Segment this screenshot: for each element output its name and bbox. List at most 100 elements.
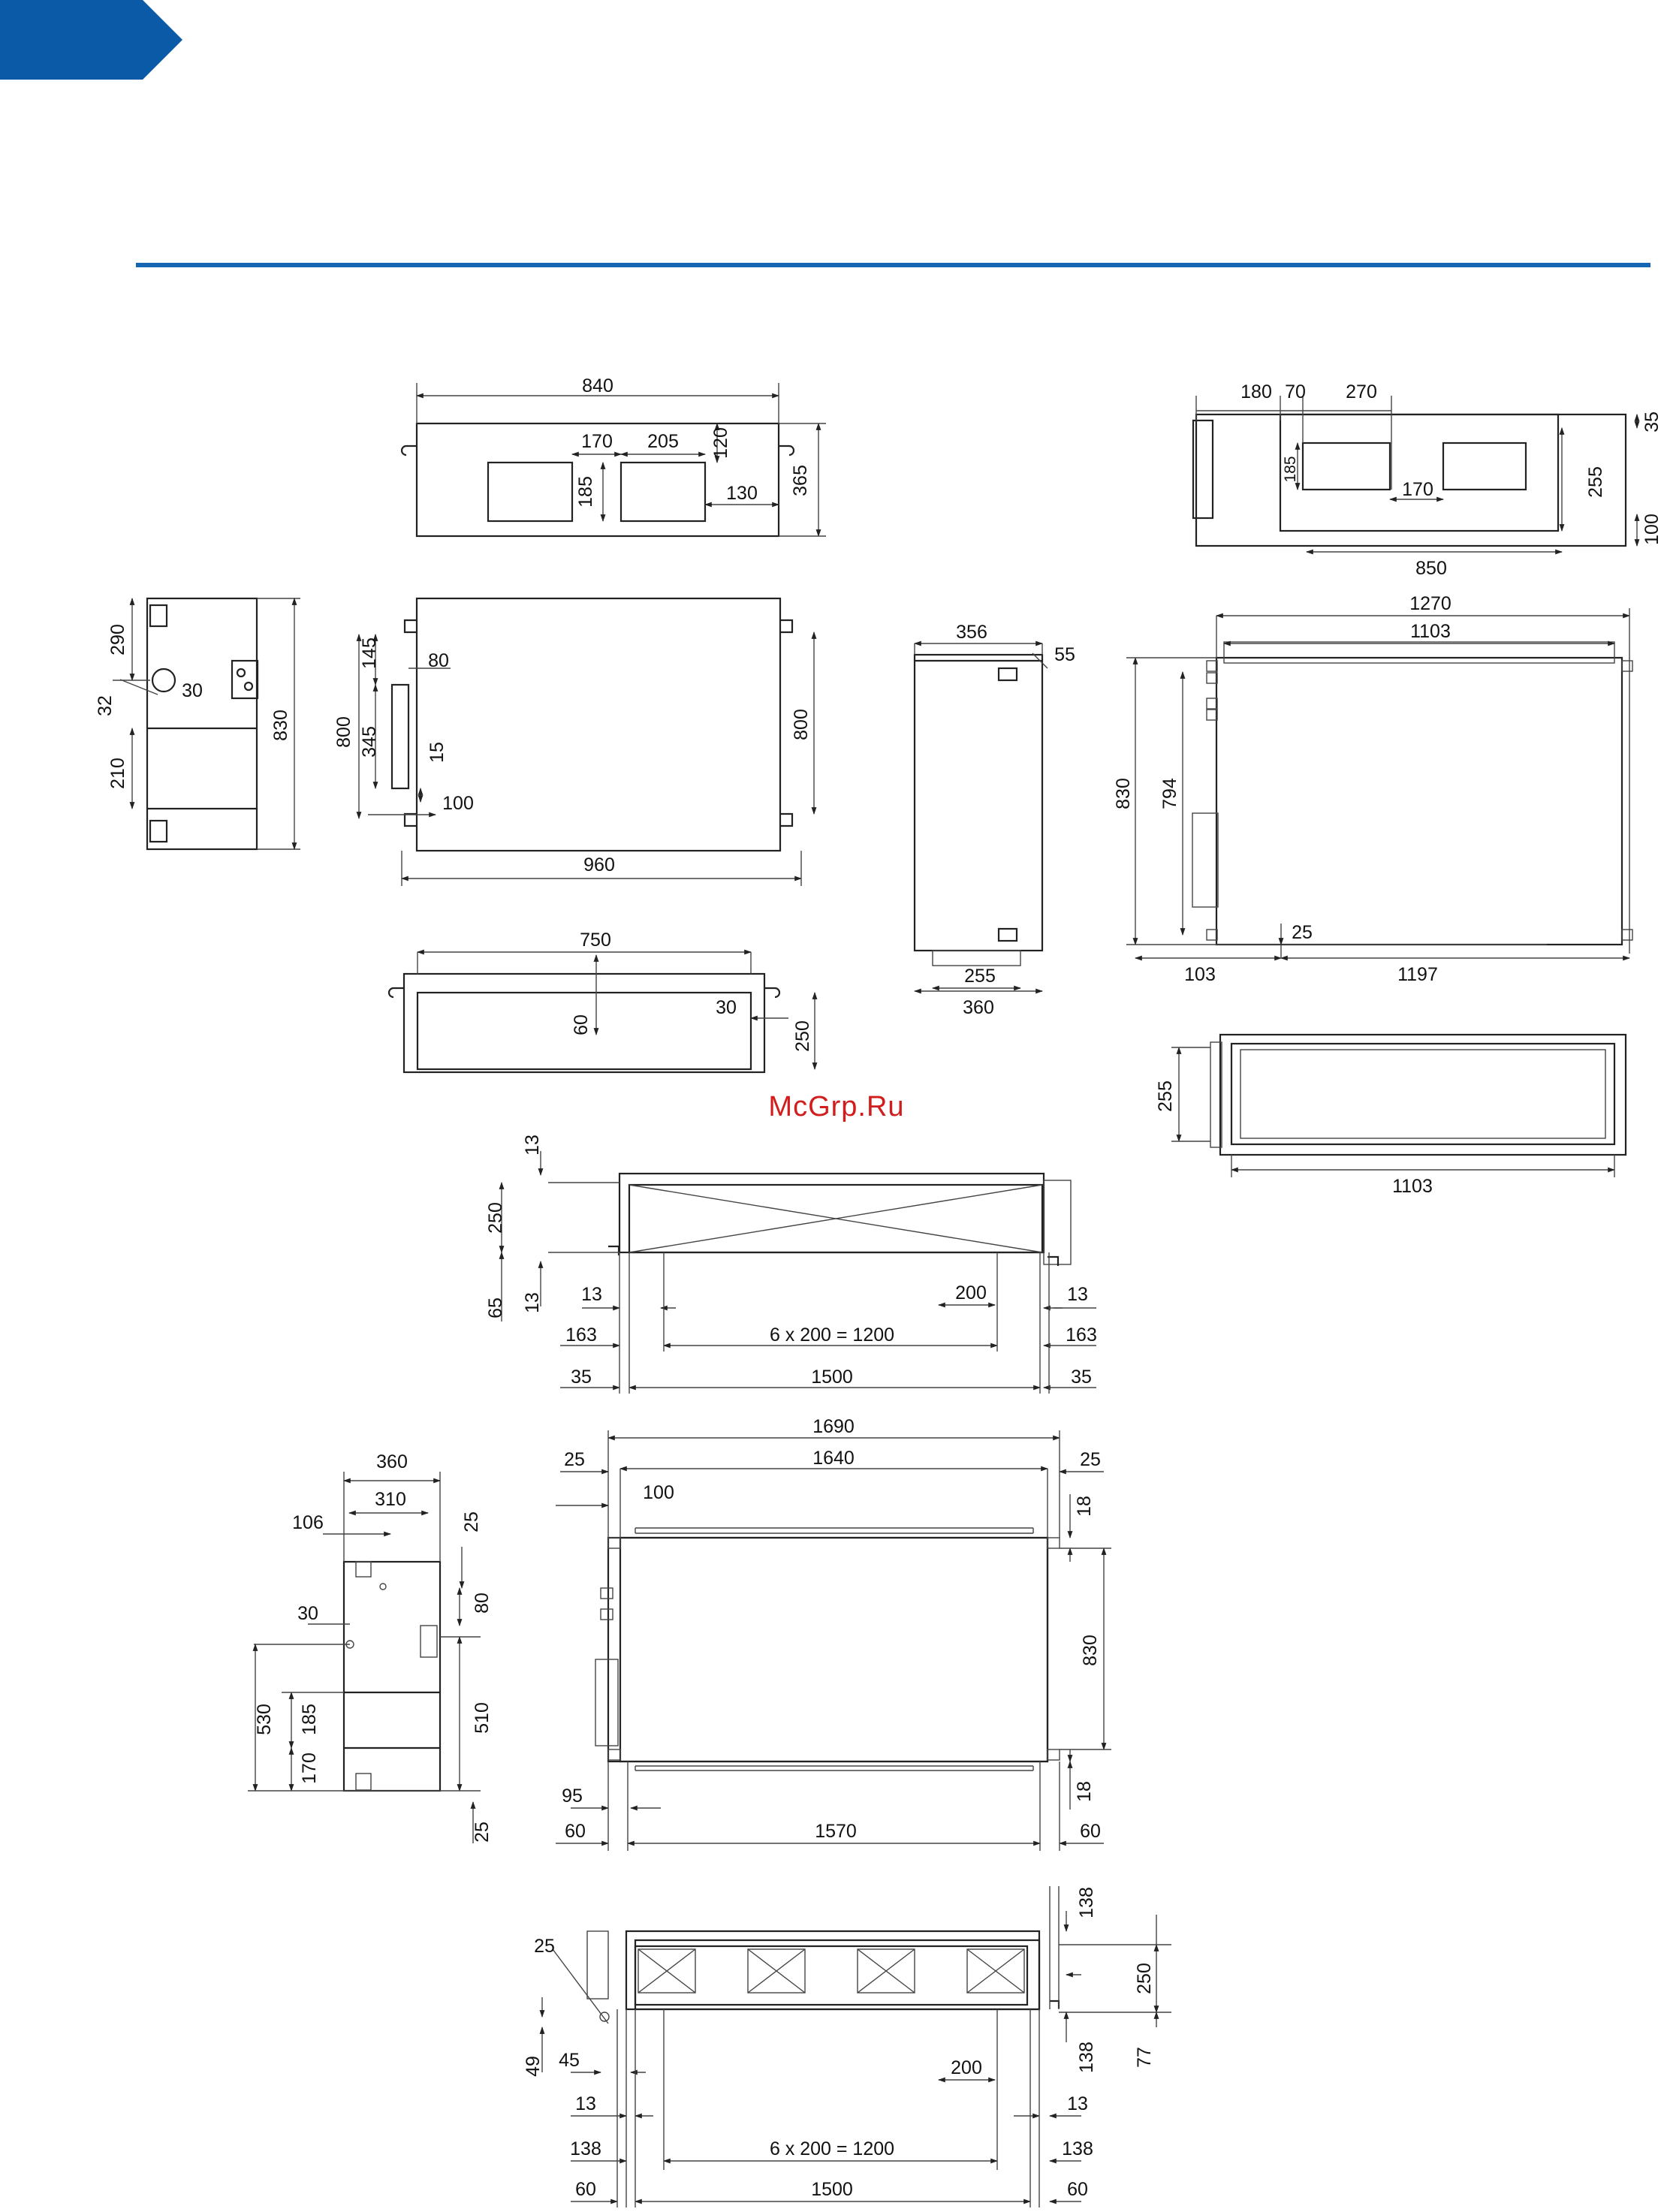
dim-left-edge: 163	[565, 1324, 597, 1346]
dim-left-edge: 138	[570, 2138, 601, 2159]
dim-holes: 6 x 200 = 1200	[770, 2138, 894, 2159]
dim-left: 106	[292, 1512, 324, 1533]
dim-top-gap: 120	[710, 427, 731, 459]
dim-height: 365	[790, 465, 811, 496]
dim-mid: 185	[299, 1704, 320, 1735]
dim-bottom: 138	[1076, 2042, 1097, 2073]
dim-opening-width: 205	[647, 431, 679, 452]
dim-top: 138	[1076, 1887, 1097, 1918]
dim-bottom: 65	[485, 1297, 506, 1318]
dim-step: 25	[1292, 922, 1313, 943]
dim-length: 1500	[811, 1367, 853, 1388]
view-center-top: 145 80 800 345 15 100 800 960	[333, 597, 817, 886]
dim-b: 70	[1285, 381, 1306, 402]
dim-corner: 25	[534, 1936, 555, 1957]
dim-right-flange: 25	[1080, 1449, 1101, 1470]
dim-f: 255	[1585, 466, 1606, 498]
header-rule	[136, 263, 1650, 267]
dim-left-margin: 60	[565, 1821, 586, 1842]
dim-bottom-flange: 13	[522, 1292, 543, 1313]
dim-depth: 356	[956, 622, 987, 643]
dim-port-offset: 32	[95, 695, 116, 716]
dim-height: 250	[792, 1020, 813, 1052]
dim-top-offset: 145	[359, 637, 380, 669]
dim-lower-height: 530	[254, 1704, 275, 1735]
dim-pitch: 200	[951, 2057, 982, 2078]
dim-port-dia: 30	[182, 680, 203, 701]
dim-right-gap: 130	[726, 483, 758, 504]
dim-bottom-offset: 100	[442, 793, 474, 814]
dim-base-width: 255	[964, 966, 996, 987]
dim-holes: 6 x 200 = 1200	[770, 1324, 894, 1346]
dim-g: 170	[1402, 479, 1433, 500]
dim-right-margin: 60	[1080, 1821, 1101, 1842]
dim-inner: 1103	[1410, 621, 1451, 642]
view-right-front: 180 70 270 35 185 255 170 100 850	[1192, 381, 1662, 579]
dim-bracket-width: 80	[428, 650, 449, 671]
watermark: McGrp.Ru	[768, 1091, 904, 1123]
dim-base: 170	[299, 1752, 320, 1784]
dim-right-edge: 163	[1066, 1324, 1097, 1346]
dim-right-flange: 13	[1067, 1284, 1088, 1305]
dim-height: 250	[1134, 1963, 1155, 1994]
dim-upper: 290	[107, 624, 128, 655]
dim-foot: 25	[472, 1822, 493, 1843]
dim-small-gap: 15	[427, 742, 448, 763]
dim-bracket: 100	[643, 1482, 674, 1503]
dim-length: 1570	[815, 1821, 857, 1842]
dim-wall: 30	[716, 997, 737, 1018]
dim-left-offset: 49	[523, 2056, 544, 2077]
dim-top-lip: 18	[1074, 1496, 1095, 1517]
dim-bracket-height: 345	[359, 726, 380, 758]
dim-e: 185	[1282, 456, 1299, 482]
view-mid-section: 13 250 65 13 13 200 13 163 6 x 200 = 120…	[485, 1135, 1097, 1394]
dim-overall: 1270	[1409, 593, 1451, 614]
dim-right-margin: 35	[1071, 1367, 1092, 1388]
dim-length: 1500	[811, 2179, 853, 2200]
view-narrow-side: 356 55 255 360	[913, 622, 1075, 1018]
dim-left-margin: 35	[571, 1367, 592, 1388]
dim-foot: 95	[562, 1786, 583, 1807]
dim-right: 1197	[1397, 964, 1438, 985]
dim-h: 100	[1641, 514, 1662, 545]
dim-offset: 170	[581, 431, 613, 452]
dim-width: 1103	[1392, 1176, 1433, 1197]
dim-left-flange: 13	[581, 1284, 602, 1305]
dim-height: 830	[1080, 1635, 1101, 1666]
dim-d: 35	[1641, 411, 1662, 432]
dim-left-margin: 60	[575, 2179, 596, 2200]
dim-left-flange: 45	[559, 2050, 580, 2071]
dim-bottom-offset: 77	[1134, 2047, 1155, 2068]
dim-c: 270	[1346, 381, 1377, 402]
dim-overall-width: 840	[582, 375, 613, 396]
dim-inner-height: 794	[1159, 778, 1180, 809]
view-right-flange: 255 1103	[1155, 1033, 1627, 1197]
dim-pitch: 200	[955, 1282, 987, 1303]
dim-lower: 210	[107, 758, 128, 789]
dim-right-height: 510	[472, 1702, 493, 1734]
view-back-front: 750 60 30 250	[387, 930, 818, 1074]
dim-height: 830	[270, 710, 291, 741]
dim-left-flange: 25	[564, 1449, 585, 1470]
header-tab	[0, 0, 182, 80]
dim-inner: 310	[375, 1489, 406, 1510]
view-bottom-side: 360 310 106 25 80 30 530 185 510 170 25	[248, 1451, 493, 1843]
dim-opening-height: 185	[575, 476, 596, 508]
dim-port-y: 80	[472, 1593, 493, 1614]
dim-lip: 55	[1054, 644, 1075, 665]
view-bottom-section: 138 25 250 49 45 200 138 77 13 13 138 6 …	[523, 1886, 1171, 2207]
dim-right-lip: 13	[1067, 2093, 1088, 2114]
dim-overall: 360	[376, 1451, 408, 1472]
dim-depth: 60	[571, 1014, 592, 1035]
dim-bottom-lip: 18	[1074, 1781, 1095, 1802]
dim-overall: 1690	[812, 1416, 855, 1437]
dim-right-margin: 60	[1067, 2179, 1088, 2200]
dim-w: 850	[1415, 558, 1447, 579]
dim-inner: 1640	[812, 1448, 855, 1469]
view-right-top: 1270 1103 830 794 25 103 1197	[1113, 593, 1633, 985]
dim-width: 750	[580, 930, 611, 951]
dim-left-height: 800	[333, 716, 354, 748]
view-left-side: 290 30 32 210 830	[95, 597, 300, 851]
dim-height: 250	[485, 1202, 506, 1234]
